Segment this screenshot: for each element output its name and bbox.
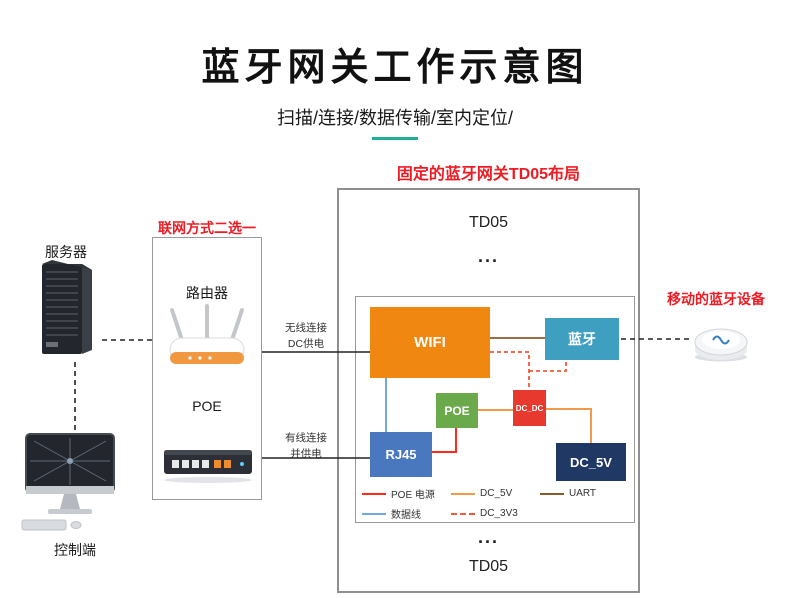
network-choice-box bbox=[152, 237, 262, 500]
ellipsis-bottom: ... bbox=[477, 527, 499, 547]
legend-label-dc5v: DC_5V bbox=[480, 488, 513, 499]
legend-line-data bbox=[362, 512, 386, 515]
legend-line-dc3v3 bbox=[451, 512, 475, 515]
legend-line-dc5v bbox=[451, 492, 475, 495]
legend-line-poe-power bbox=[362, 492, 386, 495]
module-diagram-box bbox=[355, 296, 635, 523]
gateway-box bbox=[337, 188, 640, 593]
legend-item-uart: UART bbox=[540, 486, 629, 501]
legend-label-dc3v3: DC_3V3 bbox=[480, 508, 518, 519]
wireless-connection-note: 无线连接 DC供电 bbox=[277, 320, 335, 353]
legend-item-poe-power: POE 电源 bbox=[362, 486, 451, 501]
wifi-module: WIFI bbox=[370, 307, 490, 378]
subtitle-underline bbox=[372, 137, 418, 140]
rj45-module: RJ45 bbox=[370, 432, 432, 477]
legend-item-data-line: 数据线 bbox=[362, 506, 451, 521]
wired-note-line2: 并供电 bbox=[290, 448, 322, 461]
dcdc-module: DC_DC bbox=[513, 390, 546, 426]
poe-module: POE bbox=[436, 393, 478, 428]
td05-bottom-label: TD05 bbox=[468, 558, 509, 575]
poe-switch-label: POE bbox=[192, 398, 222, 414]
wired-connection-note: 有线连接 并供电 bbox=[277, 430, 335, 463]
beacon-image bbox=[694, 328, 748, 362]
ellipsis-top: ... bbox=[477, 246, 499, 266]
poe-switch-image bbox=[164, 450, 252, 483]
server-image bbox=[42, 260, 92, 354]
router-image bbox=[169, 304, 245, 364]
controller-label: 控制端 bbox=[54, 542, 96, 558]
controller-computer-image bbox=[21, 433, 115, 531]
wireless-note-line1: 无线连接 bbox=[285, 322, 327, 334]
legend-item-dc5v: DC_5V bbox=[451, 486, 540, 501]
mobile-device-heading: 移动的蓝牙设备 bbox=[667, 291, 765, 307]
bluetooth-module: 蓝牙 bbox=[545, 318, 619, 360]
legend-label-uart: UART bbox=[569, 488, 597, 499]
wired-note-line1: 有线连接 bbox=[285, 432, 327, 444]
legend: POE 电源 DC_5V UART 数据线 DC_3V3 bbox=[362, 486, 630, 521]
legend-label-data: 数据线 bbox=[391, 510, 421, 521]
legend-line-uart bbox=[540, 492, 564, 495]
legend-item-dc3v3: DC_3V3 bbox=[451, 506, 540, 521]
server-label: 服务器 bbox=[45, 244, 87, 260]
router-label: 路由器 bbox=[186, 285, 228, 301]
gateway-layout-heading: 固定的蓝牙网关TD05布局 bbox=[396, 166, 581, 183]
page-subtitle: 扫描/连接/数据传输/室内定位/ bbox=[276, 108, 513, 128]
beacon-logo bbox=[712, 335, 730, 345]
wireless-note-line2: DC供电 bbox=[287, 338, 325, 351]
page-title: 蓝牙网关工作示意图 bbox=[201, 47, 589, 89]
dc5v-module: DC_5V bbox=[556, 443, 626, 481]
legend-label-poe-power: POE 电源 bbox=[391, 490, 435, 501]
td05-top-label: TD05 bbox=[468, 214, 509, 231]
network-choice-heading: 联网方式二选一 bbox=[158, 220, 256, 236]
